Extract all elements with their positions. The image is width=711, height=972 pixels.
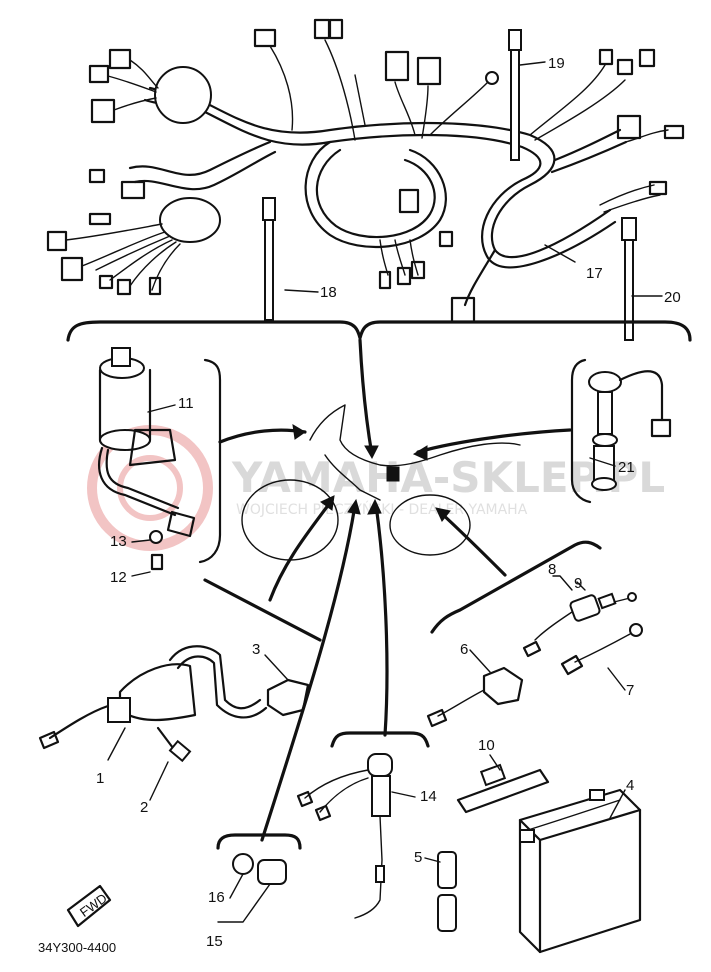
label-part-5: 5 [414,849,422,866]
label-part-15: 15 [206,933,223,950]
label-line-9 [576,581,586,591]
harness-bottom-connectors [378,188,476,324]
battery [518,788,642,954]
label-line-8 [552,575,573,591]
battery-band [456,763,550,814]
label-part-1: 1 [96,770,104,787]
label-part-13: 13 [110,533,127,550]
label-part-20: 20 [664,289,681,306]
label-part-12: 12 [110,569,127,586]
leader-lines [107,61,663,923]
part-labels: 1 2 3 4 5 6 7 8 9 10 11 12 13 14 15 16 1… [96,55,681,950]
relay-bracket [330,731,430,748]
pointer-arrows [218,338,572,842]
watermark-subtitle: WOJCIECH PIECZYŃSKI - DEALER YAMAHA [236,500,528,518]
frame-silhouette [241,404,521,561]
label-part-3: 3 [252,641,260,658]
harness-group-bracket [66,320,692,342]
part-6-switch [426,666,524,728]
fwd-text: FWD [77,890,110,920]
wire-harness [128,86,628,307]
label-part-7: 7 [626,682,634,699]
label-part-6: 6 [460,641,468,658]
coupler-cluster-top-left [88,48,212,124]
cable-tie-20 [621,217,637,341]
coupler-cluster-left [46,168,221,296]
top-right-connectors [529,48,685,213]
label-part-10: 10 [478,737,495,754]
ignition-coil [38,645,310,763]
neutral-switch [232,853,287,885]
label-part-14: 14 [420,788,437,805]
watermark: YAMAHA-SKLEP.PL WOJCIECH PIECZYŃSKI - DE… [87,425,665,551]
switches-bracket [430,540,602,634]
cable-tie-18 [262,197,276,321]
cable-tie-19 [508,29,522,161]
label-part-4: 4 [626,777,634,794]
label-part-2: 2 [140,799,148,816]
relay-14 [296,753,393,919]
watermark-title: YAMAHA-SKLEP.PL [231,453,665,502]
neutral-bracket [216,833,302,850]
label-part-11: 11 [178,395,194,412]
top-connectors [253,18,499,141]
fuel-sender [570,358,672,504]
label-part-19: 19 [548,55,565,72]
part-8-9-switch [522,592,637,658]
battery-breather [437,851,457,932]
label-part-8: 8 [548,561,556,578]
fwd-badge: FWD [66,884,112,928]
part-7-switch [560,623,643,676]
label-part-17: 17 [586,265,603,282]
label-part-18: 18 [320,284,337,301]
drawing-code: 34Y300-4400 [38,940,116,955]
label-part-9: 9 [574,575,582,592]
label-part-21: 21 [618,459,635,476]
coil-bracket [203,578,322,642]
main-switch [98,347,222,571]
label-part-16: 16 [208,889,225,906]
